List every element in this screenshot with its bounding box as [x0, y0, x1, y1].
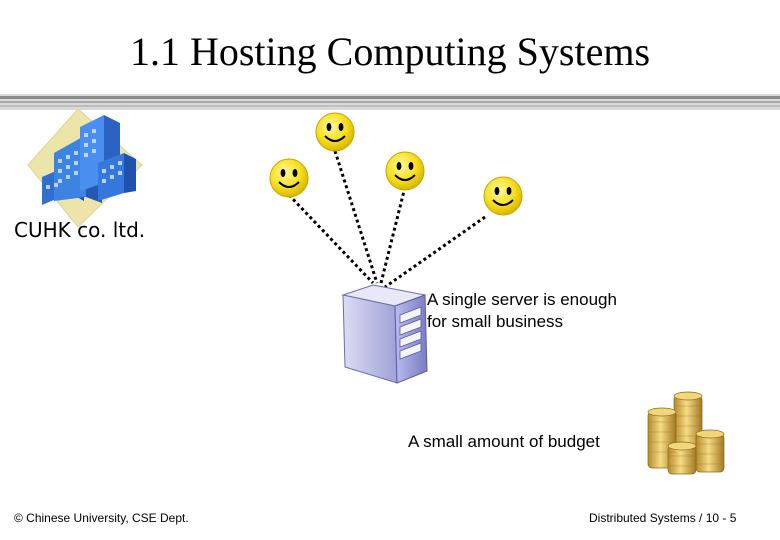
- coins-icon: [647, 391, 725, 475]
- smiley-icon: [315, 112, 355, 152]
- slide-title: 1.1 Hosting Computing Systems: [129, 29, 651, 74]
- company-label: CUHK co. ltd.: [14, 218, 146, 242]
- budget-caption: A small amount of budget: [408, 432, 600, 451]
- smiley-icon: [483, 176, 523, 216]
- title-rule: [0, 94, 780, 110]
- server-caption-line-1: A single server is enough: [427, 290, 617, 309]
- network-diagram: [269, 112, 523, 384]
- server-icon: [341, 284, 428, 384]
- server-caption-line-2: for small business: [427, 312, 564, 331]
- footer-copyright: © Chinese University, CSE Dept.: [14, 511, 189, 525]
- connection-lines: [287, 150, 486, 289]
- building-icon: [27, 108, 143, 228]
- smiley-icon: [385, 151, 425, 191]
- smiley-icon: [269, 158, 309, 198]
- server-caption: A single server is enough for small busi…: [427, 289, 617, 333]
- footer-page-info: Distributed Systems / 10 - 5: [589, 511, 737, 525]
